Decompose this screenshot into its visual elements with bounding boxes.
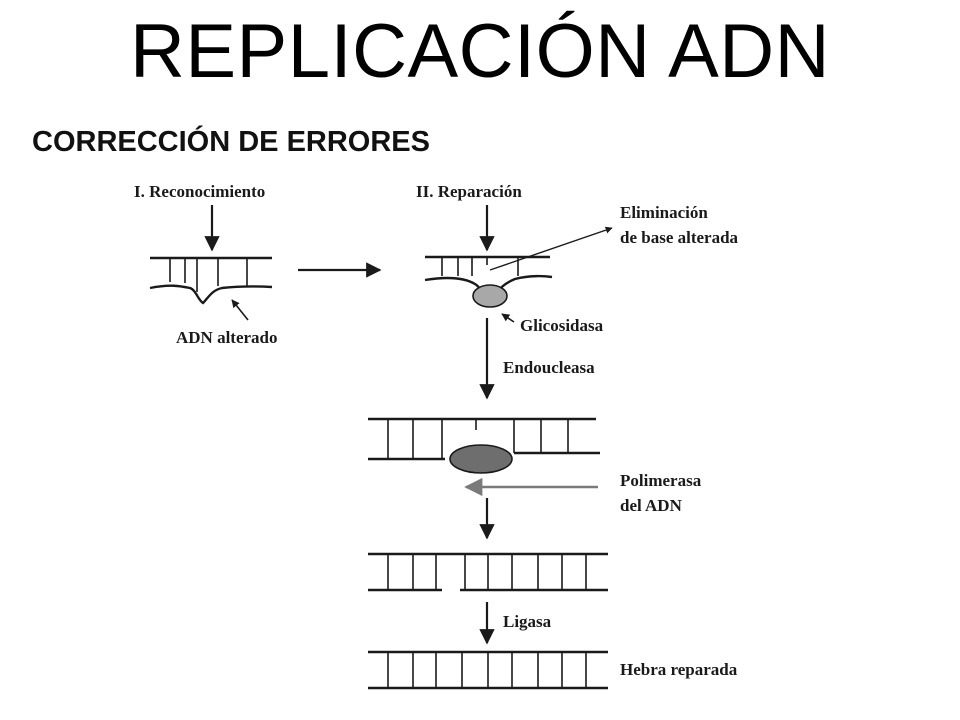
- repaired-dna: [368, 650, 608, 690]
- page-subtitle: CORRECCIÓN DE ERRORES: [32, 126, 430, 158]
- nicked-dna: [368, 552, 608, 592]
- ligasa-label: Ligasa: [503, 612, 552, 631]
- damaged-dna: [149, 256, 273, 305]
- polimerasa-label-2: del ADN: [620, 496, 683, 515]
- hebra-reparada-label: Hebra reparada: [620, 660, 738, 679]
- polimerasa-label-1: Polimerasa: [620, 471, 702, 490]
- adn-alterado-pointer: [231, 299, 249, 321]
- step1-label: I. Reconocimiento: [134, 182, 265, 201]
- gapped-dna: [368, 417, 600, 461]
- adn-alterado-label: ADN alterado: [176, 328, 278, 347]
- glycosidase-enzyme: [472, 284, 508, 308]
- eliminacion-label-2: de base alterada: [620, 228, 739, 247]
- polymerase-enzyme: [449, 444, 513, 474]
- step2-label: II. Reparación: [416, 182, 522, 201]
- glicosidasa-pointer: [501, 313, 515, 323]
- page-title: REPLICACIÓN ADN: [129, 9, 831, 94]
- eliminacion-pointer: [489, 226, 613, 271]
- endonucleasa-label: Endoucleasa: [503, 358, 595, 377]
- eliminacion-label-1: Eliminación: [620, 203, 708, 222]
- glicosidasa-label: Glicosidasa: [520, 316, 604, 335]
